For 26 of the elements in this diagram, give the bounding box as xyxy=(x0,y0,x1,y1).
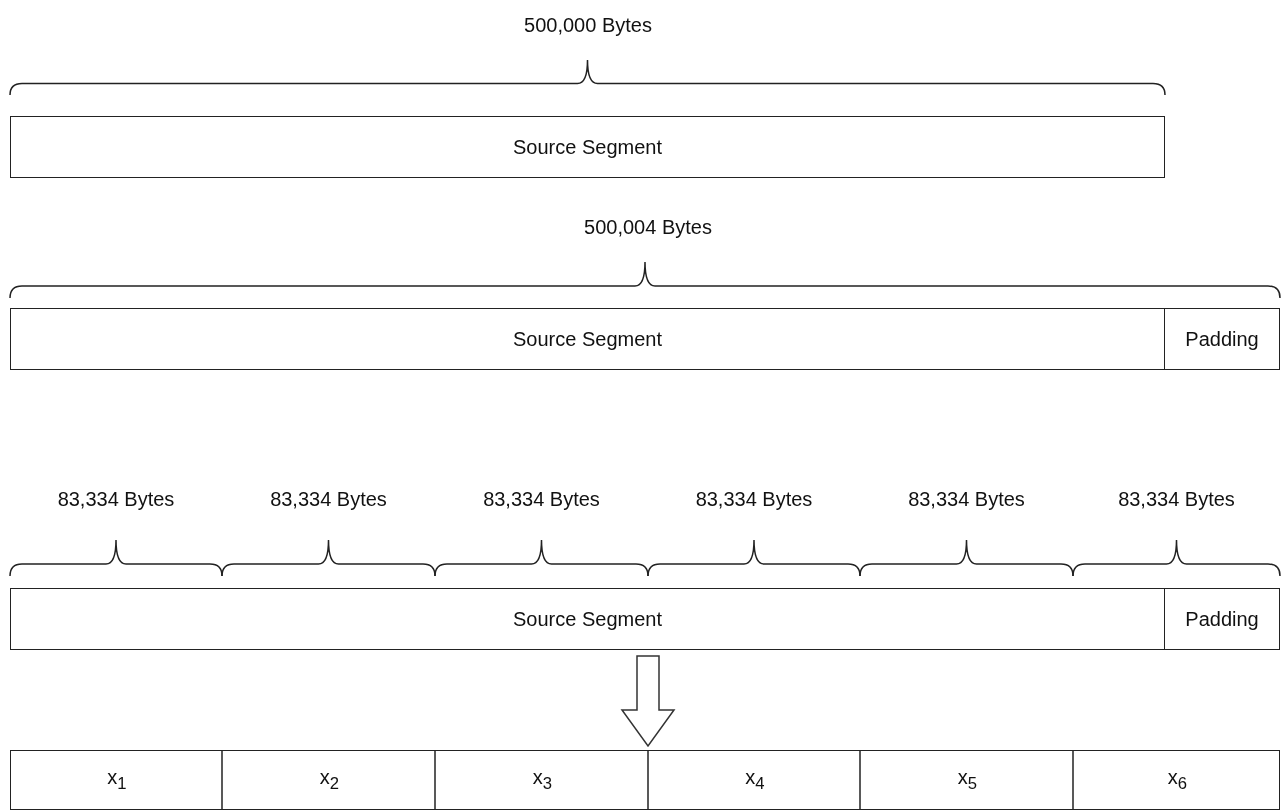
size-label: 500,000 Bytes xyxy=(524,14,652,37)
segment-label: Source Segment xyxy=(513,135,662,159)
segment-box xyxy=(10,116,1165,178)
segment-label: x$_{1}$ xyxy=(107,766,127,794)
segment-label: x$_{2}$ xyxy=(319,766,340,794)
size-label: 83,334 Bytes xyxy=(695,488,813,511)
segment-box xyxy=(1164,588,1280,650)
block-arrow xyxy=(620,655,676,748)
segment-label: Source Segment xyxy=(513,327,662,351)
block-row xyxy=(10,750,1280,810)
size-label: 83,334 Bytes xyxy=(1118,488,1235,511)
size-label: 83,334 Bytes xyxy=(57,488,175,511)
segment-label: x$_{5}$ xyxy=(957,766,978,794)
segment-label: x$_{6}$ xyxy=(1167,766,1188,794)
size-label: 83,334 Bytes xyxy=(483,488,600,511)
size-label: 500,004 Bytes xyxy=(584,216,712,239)
segment-label: Padding xyxy=(1185,327,1259,351)
segment-label: x$_{3}$ xyxy=(532,766,553,794)
segment-box xyxy=(10,308,1165,370)
segment-label: Padding xyxy=(1185,607,1259,631)
size-label: 83,334 Bytes xyxy=(270,488,387,511)
segment-box xyxy=(10,588,1165,650)
size-label: 83,334 Bytes xyxy=(908,488,1025,511)
segment-label: x$_{4}$ xyxy=(745,766,765,794)
segment-label: Source Segment xyxy=(513,607,662,631)
segment-box xyxy=(1164,308,1280,370)
